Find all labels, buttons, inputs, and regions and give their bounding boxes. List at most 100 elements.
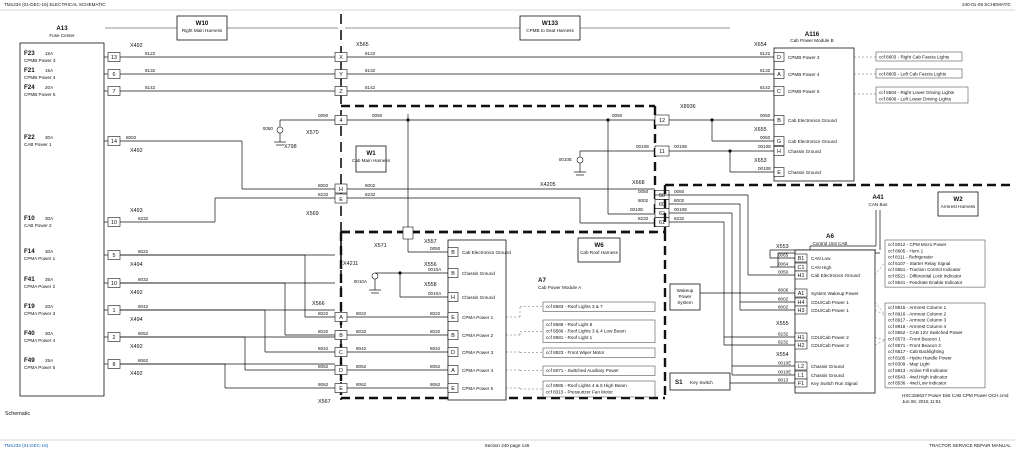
w1-box [355,145,387,173]
a6-ref-box-bottom[interactable] [884,302,986,389]
a7-pin-label: E [451,315,455,321]
a7-ref-box[interactable] [542,347,656,358]
cpma-wire-label: 8042 [318,346,329,351]
a116-pin-desc: Chassis Ground [788,170,821,175]
a7-ref-text: ccf 8585 - Roof Lights 4 & 5 High Beam [546,383,627,388]
doc-note-2: Jun 08, 2016 11:51 [902,399,941,404]
x565-pin-label: 4 [340,118,343,124]
x566-pin-label: C [339,350,343,356]
fuse-connector: X494 [130,262,143,268]
a116-pin-g [773,136,785,146]
ref-8604-8606[interactable] [875,86,969,104]
x555-label: X555 [776,321,789,327]
a6-ref-text: ccf 8543 - 4wd High Indicator [888,374,948,379]
x655-label: X655 [754,127,767,133]
a116-pin-label: G [777,139,781,145]
a116-pin-c [773,86,785,96]
fuse-pin-number: 14 [111,139,117,145]
svg-text:H: H [339,187,343,193]
a7-ref-box[interactable] [542,301,656,312]
fuse-pin-number: 13 [111,55,117,61]
fuse-f21: F21 [24,67,35,74]
svg-text:ccf 8603 - Right Cab Fascia Li: ccf 8603 - Right Cab Fascia Lights [879,55,950,60]
footer-right: TRACTOR SERVICE REPAIR MANUAL [929,443,1011,448]
svg-text:0010E: 0010E [630,207,643,212]
a7-ref-text: ccf 8588 - Roof Light 8 [546,322,593,327]
x566-pin-label: A [339,315,343,321]
x567-label: X567 [318,399,331,405]
a116-box [773,47,855,182]
a7-ref-box[interactable] [542,365,656,376]
fuse-desc: CPMA Power 1 [24,256,56,261]
ref-8605[interactable] [875,68,963,79]
a6-ref-text: ccf 8916 - Armrest Column 2 [888,311,947,316]
w1-id: W1 [366,150,376,157]
a7-ref-box[interactable] [542,380,656,398]
svg-text:8002: 8002 [126,135,137,140]
svg-text:Cab Power Module A: Cab Power Module A [538,285,582,290]
a7-pin-desc: CPMA Power 1 [462,315,494,320]
fuse-f22: F22 [24,134,35,141]
a6-ref-text: ccf 6551 - Traction Control Indicator [888,267,961,272]
fuse-rating: 25A [45,358,54,363]
svg-text:0010E: 0010E [636,144,649,149]
cpma-wire-label: 8032 [356,329,367,334]
a6-ref-box-top[interactable] [884,239,986,288]
fuse-f23: F23 [24,50,35,57]
fuse-rating: 15A [45,68,54,73]
x654-label: X654 [754,42,767,48]
a6-pin-label: A1 [798,291,805,297]
a6-pin-desc: Chassis Ground [811,373,844,378]
a7-pin-label: E [451,386,455,392]
footer-label: Schematic [5,411,30,417]
x4211-label: X4211 [343,261,358,267]
a7-pin-desc: CPMA Power 4 [462,368,494,373]
fuse-list: F2315A15ACPMB Power 313X492F2115A15ACPMB… [24,43,335,377]
svg-text:8122: 8122 [760,51,771,56]
a6-pin-f1 [794,378,808,388]
svg-text:11: 11 [659,149,665,155]
fuse-rating: 35A [45,277,54,282]
svg-text:0010A: 0010A [354,279,368,284]
fuse-pin-number: 10 [111,220,117,226]
footer-left-link[interactable]: TM1234 (01-DEC-16) [4,443,49,448]
a6-pin-desc: CDU/Cab Power 1 [811,308,849,313]
a7-ref-box[interactable] [542,319,656,343]
a13-name: Fuse Center [49,33,75,38]
s1-box [669,372,731,391]
fuse-f41: F41 [24,276,35,283]
fuse-connector: X492 [130,148,143,154]
fuse-pin-number: 1 [113,308,116,314]
fuse-f10: F10 [24,215,35,222]
a7-ground-pin-label: H [451,295,455,301]
fuse-pin-number: 8 [113,362,116,368]
a116-pin-label: B [777,118,781,124]
w2-box [937,191,979,217]
cpma-wire-label: 8062 [138,358,149,363]
svg-text:0050: 0050 [612,113,623,118]
a6-wire-label: 0010E [778,370,791,375]
x565-pin-label: X [339,55,343,61]
ref-8603[interactable] [875,51,963,62]
fuse-pin-number: 10 [111,281,117,287]
svg-text:0050: 0050 [430,246,441,251]
fuse-rating: 30A [45,249,54,254]
cpma-wire-label: 8062 [430,382,441,387]
a6-ref-text: ccf 8105 - Hydro Handle Power [888,355,952,360]
svg-text:0010E: 0010E [559,157,572,162]
svg-text:8122: 8122 [145,51,156,56]
fuse-rating: 20A [45,85,54,90]
a6-ref-text: ccf 8918 - Armrest Column 4 [888,324,947,329]
svg-text:8132: 8132 [760,68,771,73]
fuse-desc: CPMB Power 5 [24,92,56,97]
cpma-wire-label: 8032 [318,329,329,334]
a116-pin-label: H [777,149,781,155]
fuse-f24: F24 [24,84,35,91]
cpma-wire-label: 8042 [138,304,149,309]
x668-pin-label: 60 [659,202,665,208]
s1-id: S1 [675,379,683,386]
svg-text:12: 12 [659,118,665,124]
a6-ref-text: ccf 8521 - Differential Lock Indicator [888,274,962,279]
